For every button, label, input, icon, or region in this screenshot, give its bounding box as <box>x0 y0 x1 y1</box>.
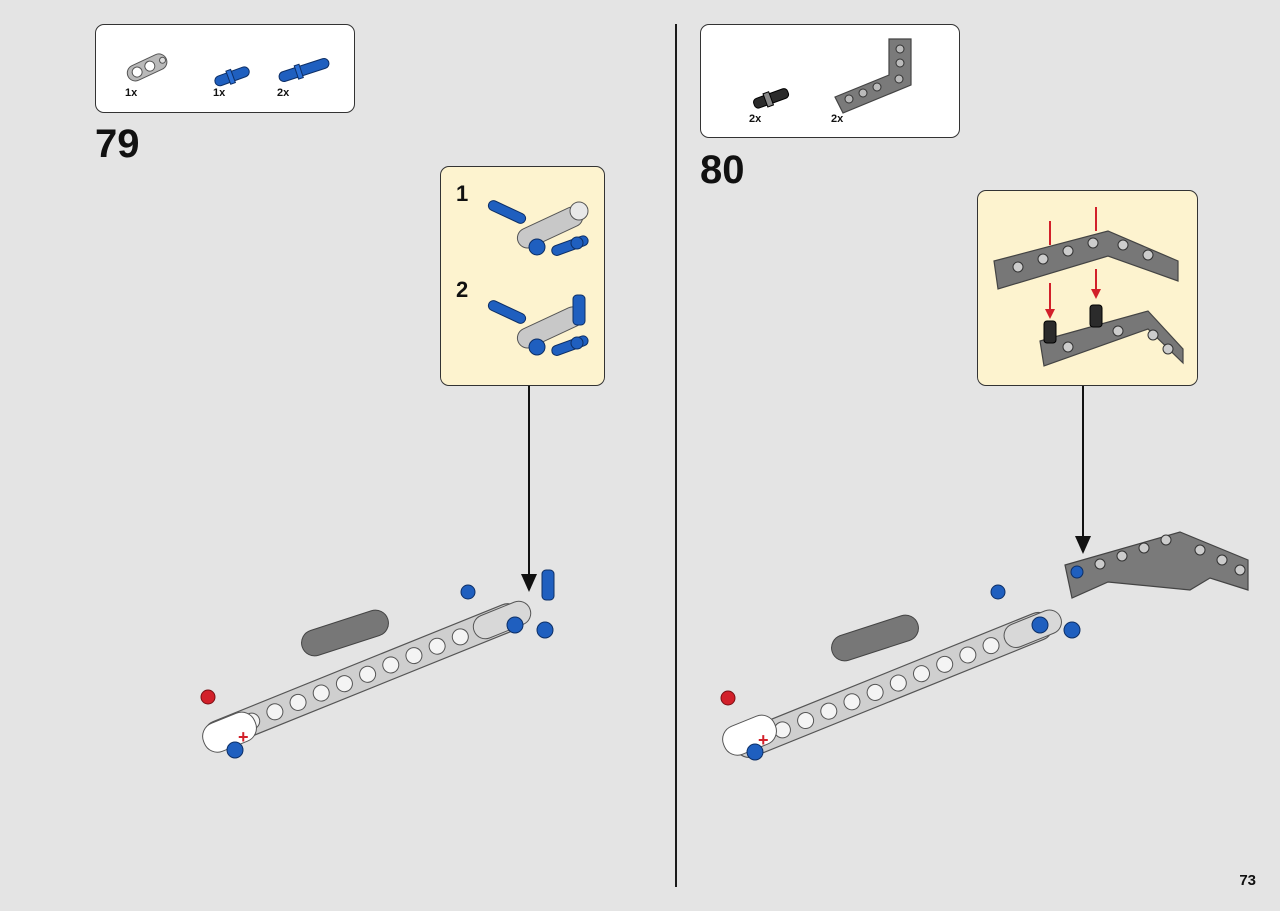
blue-short-pin-part-icon <box>214 66 250 87</box>
step-number: 79 <box>95 122 140 166</box>
substep-callout <box>977 190 1198 386</box>
gray-connector-part-icon <box>126 53 168 82</box>
blue-long-pin-part-icon <box>278 58 330 82</box>
substep-callout: 1 2 <box>440 166 605 386</box>
substep-1-assembly-image <box>487 200 589 256</box>
substep-number: 2 <box>456 277 469 302</box>
step-number: 80 <box>700 148 745 192</box>
svg-text:+: + <box>758 730 769 750</box>
step-79-parts-list: 1x 1x 2x <box>95 24 355 113</box>
down-arrow-icon <box>521 386 537 592</box>
black-axle-pin-part-icon <box>753 88 790 109</box>
part-qty: 1x <box>125 87 138 99</box>
step-79-assembly-image: + <box>200 569 555 759</box>
substep-number: 1 <box>456 181 469 206</box>
l-beam-assembly-image <box>993 207 1184 367</box>
step-80-assembly-image: + <box>720 531 1249 761</box>
part-qty: 2x <box>831 113 844 125</box>
page-divider <box>675 24 677 887</box>
part-qty: 2x <box>277 87 290 99</box>
part-qty: 2x <box>749 113 762 125</box>
svg-text:+: + <box>238 727 249 747</box>
substep-2-assembly-image <box>487 294 589 356</box>
step-80-parts-list: 2x 2x <box>700 24 960 138</box>
page-number: 73 <box>1239 872 1256 889</box>
part-qty: 1x <box>213 87 226 99</box>
gray-l-beam-part-icon <box>834 38 912 114</box>
down-arrow-icon <box>1075 386 1091 554</box>
